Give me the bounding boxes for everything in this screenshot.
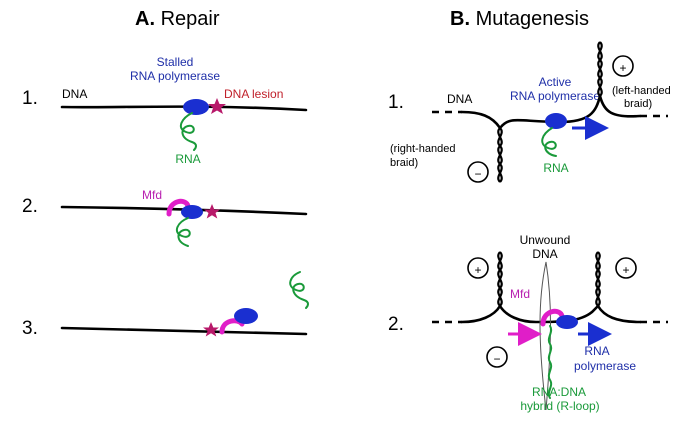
dna-lesion-icon [208, 98, 226, 114]
rna-dna-hybrid [547, 325, 553, 399]
panel-a: A. Repair 1. DNA Stalled RNA polymerase … [22, 8, 309, 339]
rna-strand [175, 217, 191, 247]
dna-label: DNA [62, 87, 87, 101]
minus-circle-icon [486, 346, 508, 368]
rna-strand [179, 112, 197, 151]
rna-label: RNA [175, 152, 200, 166]
step-number: 3. [22, 318, 38, 339]
plus-circle-icon [615, 257, 637, 279]
panel-b-title: B. Mutagenesis [450, 8, 589, 30]
rna-polymerase-icon [183, 99, 209, 115]
panel-a-step-2: 2. Mfd [22, 188, 308, 247]
left-handed-braid [597, 41, 603, 97]
rna-polymerase-icon [545, 113, 567, 129]
rna-polymerase-label-2: polymerase [574, 359, 636, 373]
plus-circle-icon [467, 257, 489, 279]
hybrid-label-2: hybrid (R-loop) [520, 399, 599, 413]
rna-strand [541, 127, 557, 157]
step-number: 2. [22, 196, 38, 217]
stalled-polymerase-label-2: RNA polymerase [130, 69, 220, 83]
panel-b-step-2: 2. Unwound DNA + + Mfd [388, 233, 668, 413]
minus-symbol: − [474, 167, 481, 181]
dna-strand [460, 110, 502, 130]
step-number: 1. [388, 92, 404, 113]
panel-a-step-3: 3. [22, 308, 308, 339]
released-rna-strand [289, 271, 309, 309]
plus-symbol: + [619, 61, 626, 75]
dna-lesion-icon [203, 322, 219, 337]
positive-braid-right [595, 251, 601, 307]
dna-lesion-icon [204, 204, 220, 219]
rna-polymerase-icon [556, 315, 578, 329]
dna-strand [60, 326, 308, 336]
stalled-polymerase-label: Stalled [157, 55, 194, 69]
dna-strand [460, 304, 502, 324]
right-handed-braid-label: (right-handed [390, 143, 455, 155]
right-handed-braid-label-2: braid) [390, 157, 418, 169]
active-polymerase-label-2: RNA polymerase [510, 89, 600, 103]
dna-strand [60, 105, 308, 112]
unwound-dna-bubble [539, 261, 551, 411]
left-handed-braid-label: (left-handed [612, 85, 671, 97]
dna-strand [596, 304, 642, 324]
right-handed-braid [497, 127, 503, 183]
step-number: 2. [388, 314, 404, 335]
hybrid-label: RNA:DNA [532, 385, 586, 399]
rna-polymerase-icon [234, 308, 258, 324]
unwound-dna-label-2: DNA [532, 247, 557, 261]
mfd-protein-icon [166, 198, 191, 217]
plus-symbol: + [474, 263, 481, 277]
panel-b-step-1: 1. DNA Active RNA polymerase − + [388, 41, 671, 183]
plus-circle-icon [612, 55, 634, 77]
positive-braid-left [497, 251, 503, 307]
unwound-dna-label: Unwound [520, 233, 571, 247]
dna-label: DNA [447, 92, 472, 106]
mfd-label: Mfd [142, 188, 162, 202]
minus-circle-icon [467, 161, 489, 183]
minus-symbol: − [493, 352, 500, 366]
rna-label: RNA [543, 161, 568, 175]
dna-strand [60, 205, 308, 216]
rna-polymerase-label: RNA [584, 344, 609, 358]
dna-strand [598, 94, 642, 118]
mfd-label: Mfd [510, 287, 530, 301]
panel-a-title: A. Repair [135, 8, 220, 30]
mfd-protein-icon [540, 308, 565, 327]
dna-lesion-label: DNA lesion [224, 87, 283, 101]
panel-b: B. Mutagenesis 1. DNA Active RNA polymer… [388, 8, 671, 413]
step-number: 1. [22, 88, 38, 109]
dna-strand [498, 304, 600, 324]
panel-a-step-1: 1. DNA Stalled RNA polymerase DNA lesion… [22, 55, 308, 166]
left-handed-braid-label-2: braid) [624, 98, 652, 110]
plus-symbol: + [622, 263, 629, 277]
active-polymerase-label: Active [539, 75, 572, 89]
rna-polymerase-icon [181, 205, 203, 219]
